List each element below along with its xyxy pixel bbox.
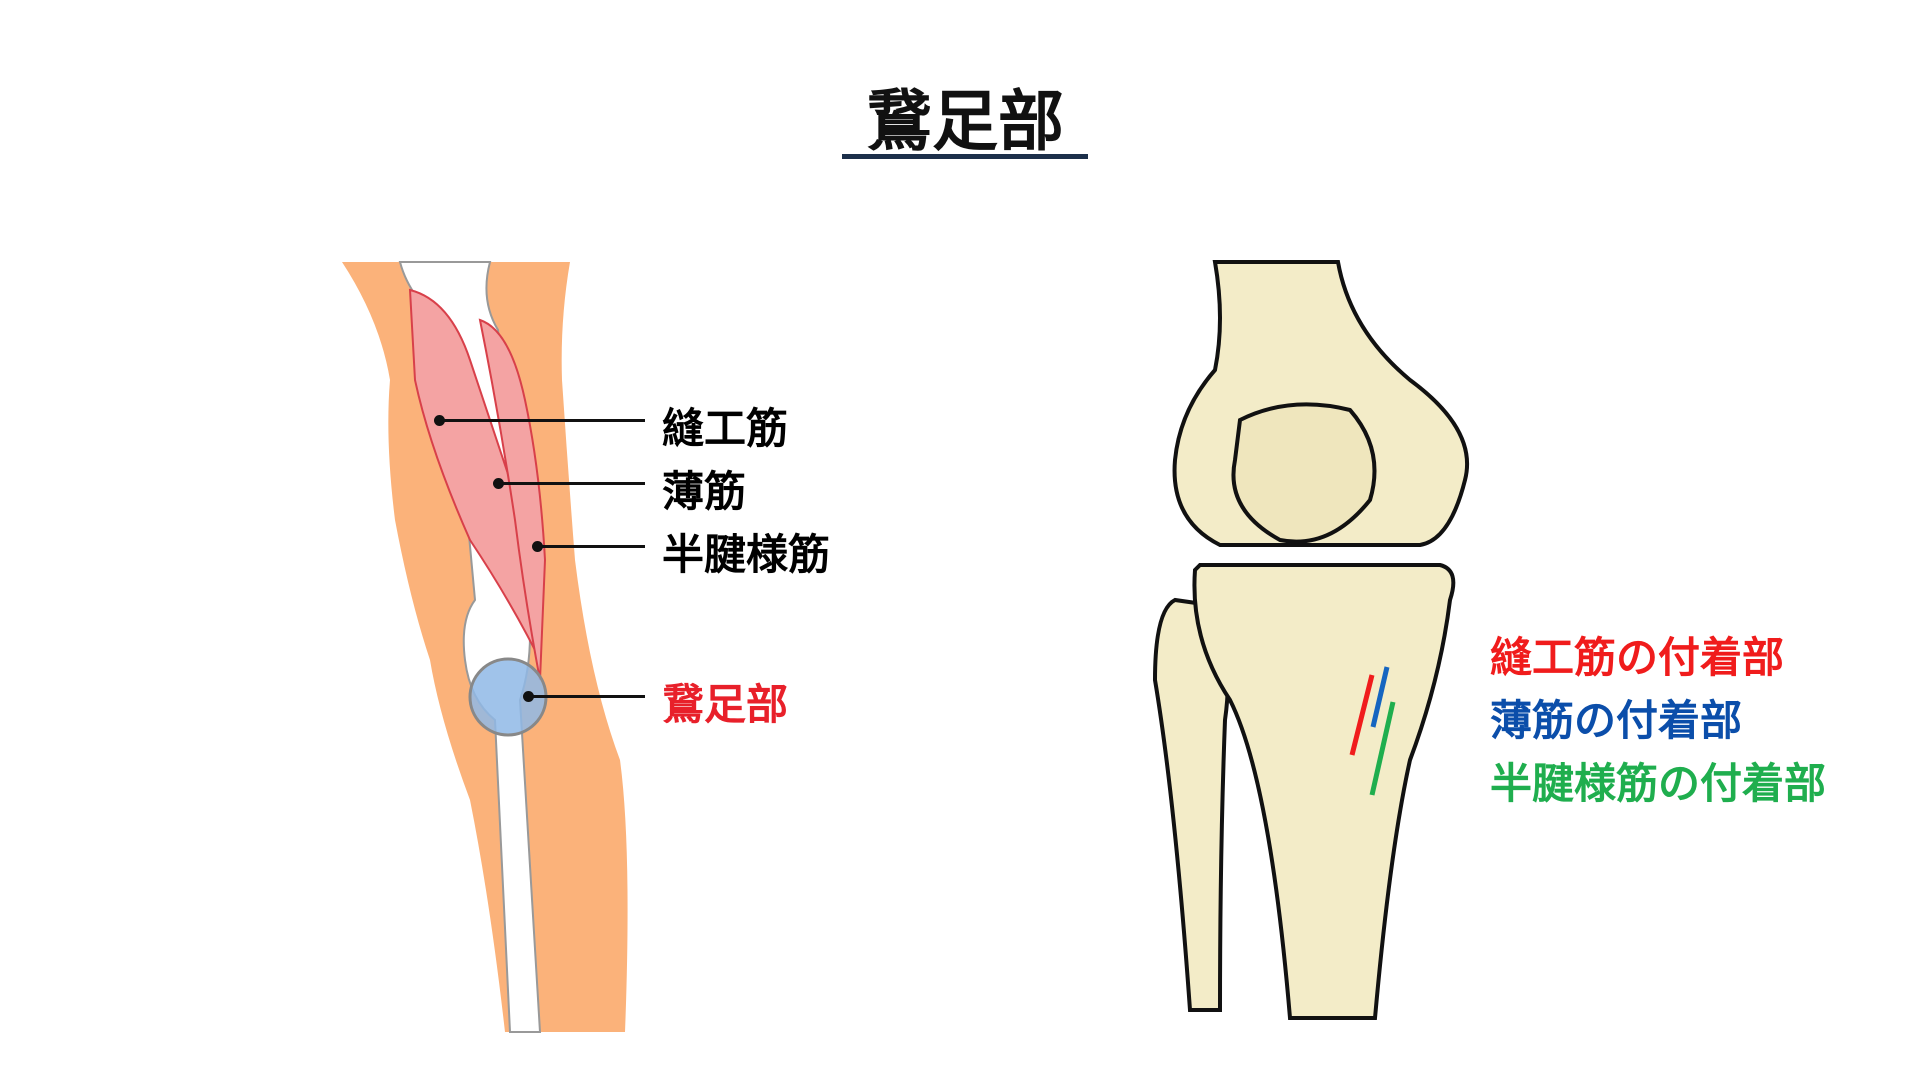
- patella: [1231, 402, 1377, 544]
- semitendinosus-insertion-line: [1369, 701, 1396, 796]
- page-title: 鵞足部: [866, 83, 1064, 160]
- title-underline: [842, 154, 1088, 159]
- fibula: [1152, 597, 1230, 1012]
- label-semitendinosus: 半腱様筋: [662, 530, 831, 579]
- label-gracilis-insertion: 薄筋の付着部: [1490, 696, 1743, 745]
- pes-anserinus-leader-line: [529, 695, 645, 698]
- gracilis-insertion-line: [1370, 666, 1390, 728]
- pes-anserinus-dot: [523, 691, 534, 702]
- semitendinosus-dot: [532, 541, 543, 552]
- gracilis-dot: [493, 478, 504, 489]
- tibia: [1192, 563, 1456, 1020]
- label-semitendinosus-insertion: 半腱様筋の付着部: [1490, 759, 1827, 808]
- gracilis-muscle: [478, 318, 547, 681]
- gracilis-leader-line: [499, 482, 645, 485]
- label-sartorius: 縫工筋: [662, 404, 789, 453]
- sartorius-leader-line: [440, 419, 645, 422]
- label-sartorius-insertion: 縫工筋の付着部: [1490, 633, 1785, 682]
- sartorius-insertion-line: [1349, 674, 1375, 756]
- sartorius-dot: [434, 415, 445, 426]
- label-gracilis: 薄筋: [662, 467, 747, 516]
- label-pes-anserinus: 鵞足部: [662, 680, 789, 729]
- semitendinosus-leader-line: [538, 545, 645, 548]
